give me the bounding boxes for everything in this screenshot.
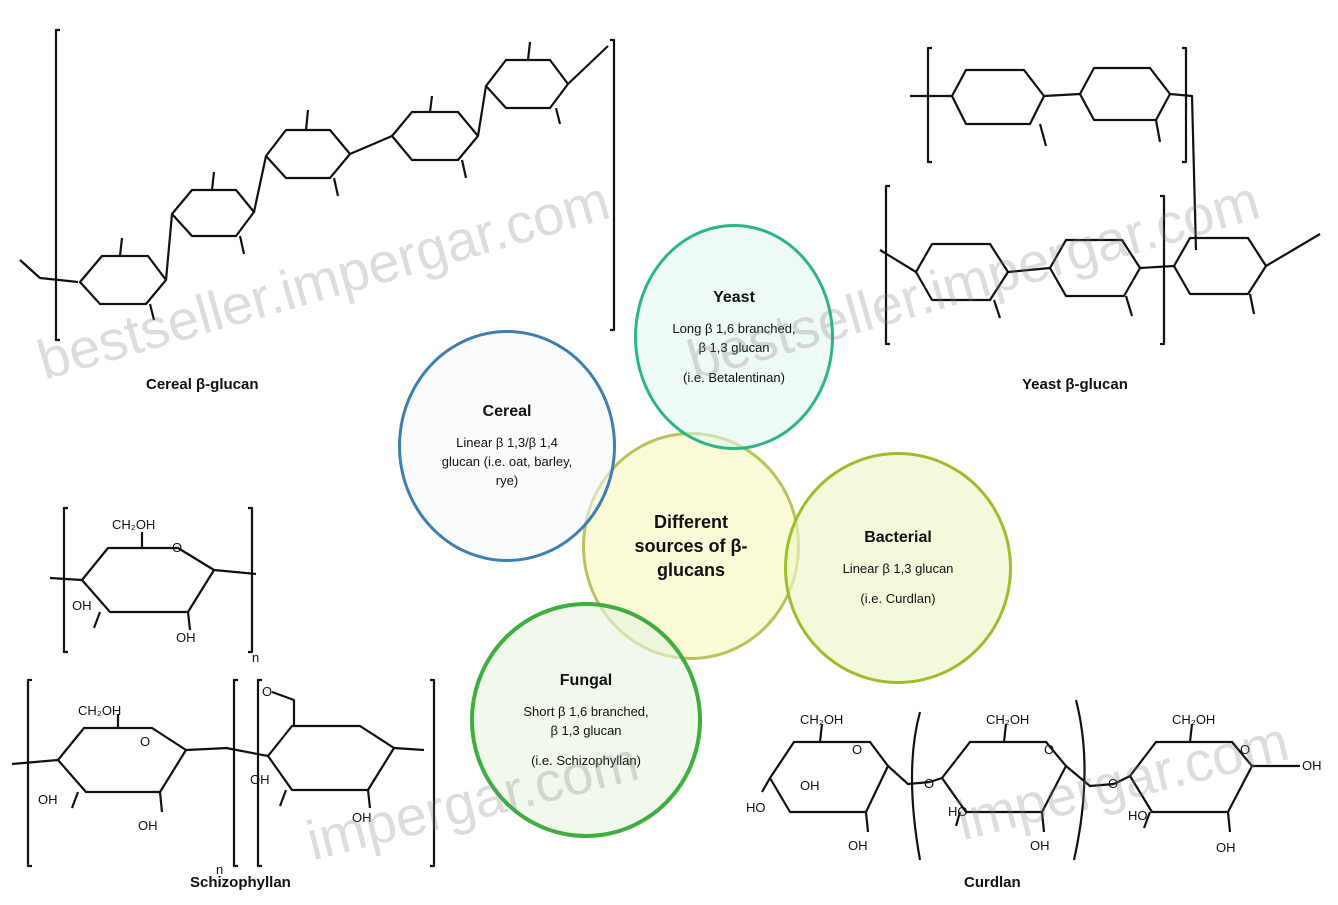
yeast-title: Yeast [713,288,755,306]
cereal-description: Linear β 1,3/β 1,4 glucan (i.e. oat, bar… [441,434,573,488]
curdlan-ch2oh-label-2: CH₂OH [986,712,1030,727]
schizo-oh-label-6: OH [352,810,372,825]
curdlan-ho-label-3: HO [1128,808,1148,823]
schizo-ring-oxygen-2: O [140,734,151,749]
schizophyllan-caption: Schizophyllan [190,874,291,891]
center-title: Different sources of β-glucans [634,512,748,580]
cereal-beta-glucan-caption: Cereal β-glucan [146,376,259,393]
fungal-description: Short β 1,6 branched, β 1,3 glucan [523,703,649,738]
curdlan-ho-label-2: HO [948,804,968,819]
curdlan-link-oxygen-2: O [1108,776,1119,791]
schizo-oh-label-3: OH [38,792,58,807]
fungal-example: (i.e. Schizophyllan) [531,752,641,768]
schizo-oh-label-4: OH [138,818,158,833]
schizo-branch-oxygen: O [262,684,273,699]
schizo-ch2oh-label-2: CH₂OH [78,703,122,718]
curdlan-ring-oxygen-3: O [1240,742,1251,757]
fungal-title: Fungal [559,671,613,689]
curdlan-oh-label-1: OH [800,778,820,793]
bacterial-title: Bacterial [864,529,932,546]
curdlan-ch2oh-label-3: CH₂OH [1172,712,1216,727]
yeast-beta-glucan-structure [879,46,1321,346]
yeast-example: (i.e. Betalentinan) [683,369,785,385]
yeast-circle: Yeast Long β 1,6 branched, β 1,3 glucan … [634,224,834,450]
curdlan-ring-oxygen-1: O [852,742,863,757]
curdlan-caption: Curdlan [964,874,1021,891]
curdlan-oh-label-4: OH [1216,840,1236,855]
curdlan-ho-label-1: HO [746,800,766,815]
curdlan-link-oxygen-1: O [924,776,935,791]
cereal-beta-glucan-structure [19,28,616,342]
schizo-oh-label-5: OH [250,772,270,787]
schizo-repeat-n-2: n [216,862,224,877]
schizophyllan-structure [11,506,436,868]
cereal-circle: Cereal Linear β 1,3/β 1,4 glucan (i.e. o… [398,330,616,562]
schizo-ring-oxygen-1: O [172,540,183,555]
yeast-beta-glucan-caption: Yeast β-glucan [1022,376,1128,393]
curdlan-ch2oh-label-1: CH₂OH [800,712,844,727]
curdlan-ring-oxygen-2: O [1044,742,1055,757]
schizo-ch2oh-label-1: CH₂OH [112,517,156,532]
curdlan-oh-label-3: OH [1030,838,1050,853]
cereal-title: Cereal [482,402,532,420]
curdlan-oh-label-5: OH [1302,758,1322,773]
fungal-circle: Fungal Short β 1,6 branched, β 1,3 gluca… [470,602,702,838]
bacterial-circle: Bacterial Linear β 1,3 glucan (i.e. Curd… [784,452,1012,684]
schizo-repeat-n-1: n [252,650,260,665]
curdlan-oh-label-2: OH [848,838,868,853]
bacterial-example: (i.e. Curdlan) [860,591,936,606]
schizo-oh-label-2: OH [176,630,196,645]
yeast-description: Long β 1,6 branched, β 1,3 glucan [672,320,796,355]
curdlan-structure [761,699,1300,861]
bacterial-description: Linear β 1,3 glucan [842,561,954,576]
schizo-oh-label-1: OH [72,598,92,613]
